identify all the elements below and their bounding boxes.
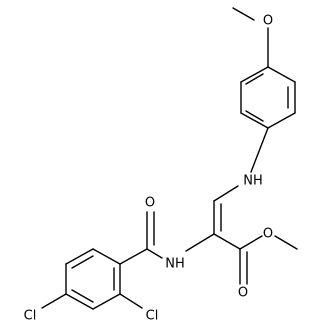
bond-ring-nh — [250, 127, 269, 173]
bond-ring2-inner-a — [71, 255, 94, 269]
bond-ring1-4 — [240, 112, 269, 129]
bond-ring1-inner-c — [245, 73, 264, 85]
bond-methyl-o — [232, 7, 255, 21]
bond-calpha-nh — [185, 233, 215, 252]
atom-label-layer: O NH O NH O O Cl Cl — [24, 14, 273, 324]
bond-layer — [41, 7, 298, 310]
bond-ring2-1 — [92, 248, 121, 265]
atom-nh-amine: NH — [243, 174, 263, 189]
atom-o-ester: O — [263, 227, 273, 242]
atom-nh-amide: NH — [165, 257, 185, 272]
atom-o-methoxy: O — [263, 14, 273, 29]
bond-ring1-1 — [267, 66, 296, 83]
bond-ring-cl-ortho — [119, 293, 143, 309]
atom-cl-ortho: Cl — [146, 309, 159, 324]
bond-calpha-ester-c — [213, 233, 241, 250]
bond-ester-c-o — [239, 235, 263, 250]
bond-ring2-5 — [92, 293, 121, 310]
bond-ring1-3 — [267, 112, 296, 129]
bond-ring1-inner-b — [245, 110, 264, 122]
bond-ring2-inner-b — [71, 289, 94, 303]
bond-ring2-2 — [65, 248, 94, 265]
atom-o-ester-carbonyl: O — [238, 286, 248, 301]
atom-o-amide: O — [145, 196, 155, 211]
bond-nh-amide-c — [146, 248, 163, 259]
bond-ring-cl-para — [41, 293, 67, 309]
bond-ring1-6 — [240, 66, 269, 83]
bond-amide-c-ring — [119, 248, 148, 265]
bond-ring2-4 — [65, 293, 94, 310]
bond-o-methyl — [274, 235, 298, 250]
bond-nh-ch — [213, 185, 239, 202]
atom-cl-para: Cl — [24, 309, 37, 324]
